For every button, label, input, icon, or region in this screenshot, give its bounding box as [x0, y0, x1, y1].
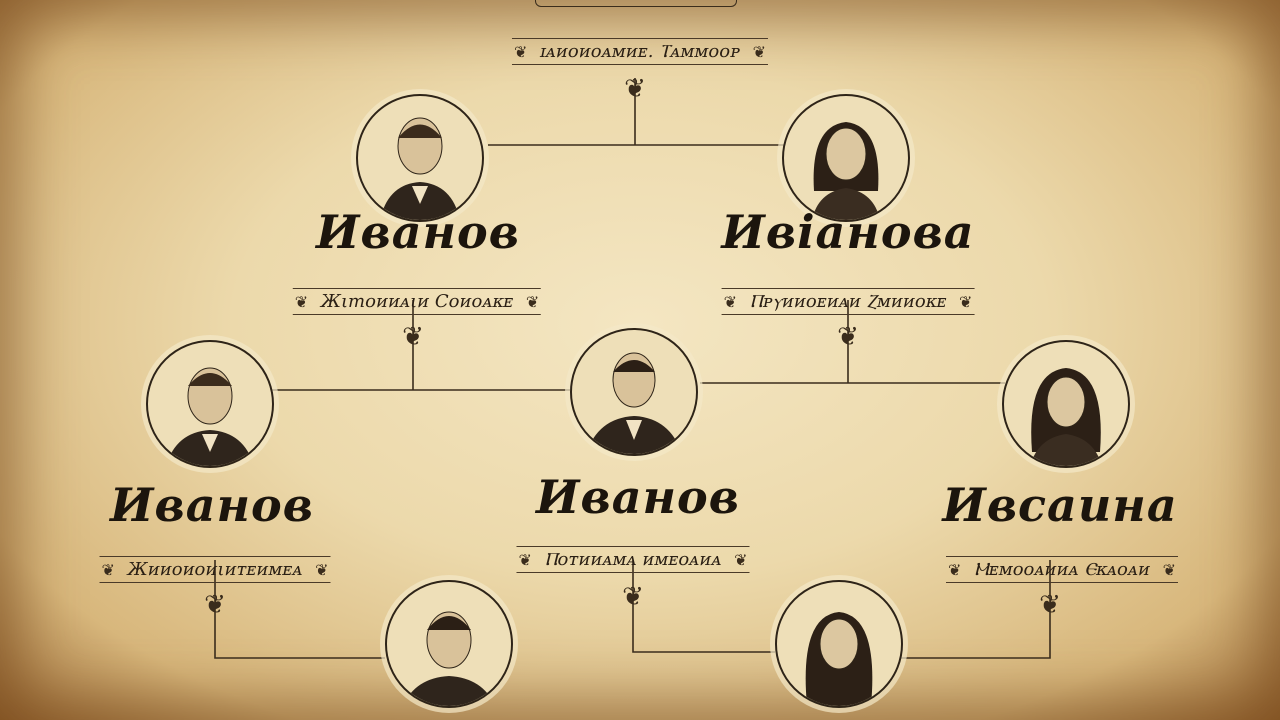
uncle-portrait: [146, 340, 274, 468]
grandmother-caption: Ⲡᴘⲩᴎᴎᴏᴇᴎᴀᴎ Ⲍᴍᴎᴎᴏᴋᴇ: [721, 288, 975, 315]
uncle-caption: Жᴎᴎᴏᴎᴏᴎιᴎᴛᴇᴎᴍᴇᴀ: [99, 556, 331, 583]
fleuron-icon: ❦: [204, 590, 226, 620]
grandfather-name: Иванов: [316, 205, 520, 259]
fleuron-icon: ❦: [1039, 590, 1061, 620]
top-frame-fragment: [535, 0, 737, 7]
woman-portrait-icon: [1030, 368, 1102, 466]
man-portrait-icon: [380, 117, 460, 220]
woman-portrait-icon: [805, 612, 873, 706]
uncle-name: Иванов: [110, 478, 314, 532]
grandmother-portrait: [782, 94, 910, 222]
woman-portrait-icon: [812, 122, 880, 220]
father-caption: Ⲡᴏᴛᴎᴎᴀᴍᴀ ᴎᴍᴇᴏᴀᴎᴀ: [516, 546, 750, 573]
fleuron-icon: ❦: [837, 322, 859, 352]
mother-caption: Ⲙᴇᴍᴏᴏᴀᴎᴎᴀ Ⲉᴋᴀᴏᴀᴎ: [946, 556, 1178, 583]
fleuron-icon: ❦: [622, 582, 644, 612]
father-portrait: [570, 328, 698, 456]
child-portrait-left: [385, 580, 513, 708]
mother-name: Ивсаина: [942, 478, 1178, 532]
mother-portrait: [1002, 340, 1130, 468]
father-name: Иванов: [536, 470, 740, 524]
fleuron-icon: ❦: [624, 74, 646, 104]
grandmother-name: Ивiанова: [721, 205, 975, 259]
man-portrait-icon: [403, 611, 495, 706]
man-portrait-icon: [166, 367, 254, 466]
man-portrait-icon: [586, 352, 682, 454]
grandfather-portrait: [356, 94, 484, 222]
fleuron-icon: ❦: [402, 322, 424, 352]
grandfather-caption: Жιтоᴎᴎᴀιᴎ Сᴏᴎᴏᴀᴋᴇ: [292, 288, 542, 315]
root-caption: ɪᴀᴎᴏᴎᴏᴀᴍᴎᴇ. Ⲧᴀᴍᴍᴏᴏᴘ: [511, 38, 769, 65]
child-portrait-right: [775, 580, 903, 708]
